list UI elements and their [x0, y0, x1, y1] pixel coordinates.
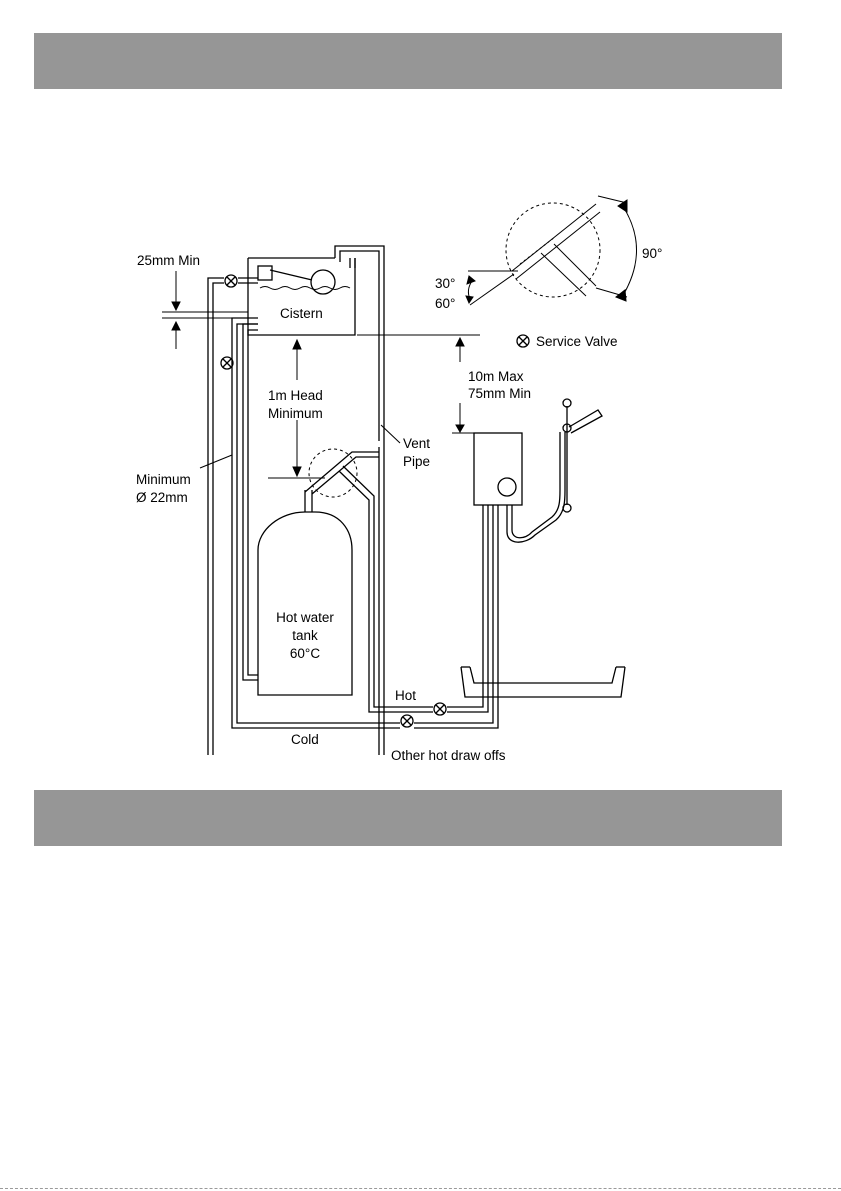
label-25mm-min: 25mm Min [137, 253, 200, 268]
mains-pipe [208, 278, 258, 755]
label-angle-30: 30° [435, 276, 455, 291]
label-minimum-1: Minimum [136, 472, 191, 487]
label-head-2: Minimum [268, 406, 323, 421]
label-tank-3: 60°C [290, 646, 320, 661]
label-angle-90: 90° [642, 246, 662, 261]
service-valve-icon [225, 275, 237, 287]
label-cistern: Cistern [280, 306, 323, 321]
legend-valve-icon [517, 335, 529, 347]
label-head-1: 1m Head [268, 388, 323, 403]
label-vent-1: Vent [403, 436, 430, 451]
shower-tray [461, 667, 625, 697]
cistern [248, 258, 355, 335]
hot-pipe [305, 449, 488, 712]
label-tank-1: Hot water [276, 610, 334, 625]
service-valve-icon [434, 703, 446, 715]
service-valve-icon [401, 715, 413, 727]
label-75mm-min: 75mm Min [468, 386, 531, 401]
page-edge-dashed-line [0, 1188, 841, 1189]
label-angle-60: 60° [435, 296, 455, 311]
label-10m-max: 10m Max [468, 369, 524, 384]
hot-water-tank [258, 490, 352, 695]
label-cold: Cold [291, 732, 319, 747]
label-tank-2: tank [292, 628, 318, 643]
label-other-draw-offs: Other hot draw offs [391, 748, 506, 763]
label-hot: Hot [395, 688, 416, 703]
dimension-10m [357, 335, 480, 433]
angle-detail-inset [466, 196, 637, 305]
label-minimum-2: Ø 22mm [136, 490, 188, 505]
service-valve-icon [221, 357, 233, 369]
float-ball [311, 270, 335, 294]
label-vent-2: Pipe [403, 454, 430, 469]
label-service-valve: Service Valve [536, 334, 618, 349]
leader-minimum [200, 455, 232, 468]
vent-pipe [335, 246, 384, 755]
